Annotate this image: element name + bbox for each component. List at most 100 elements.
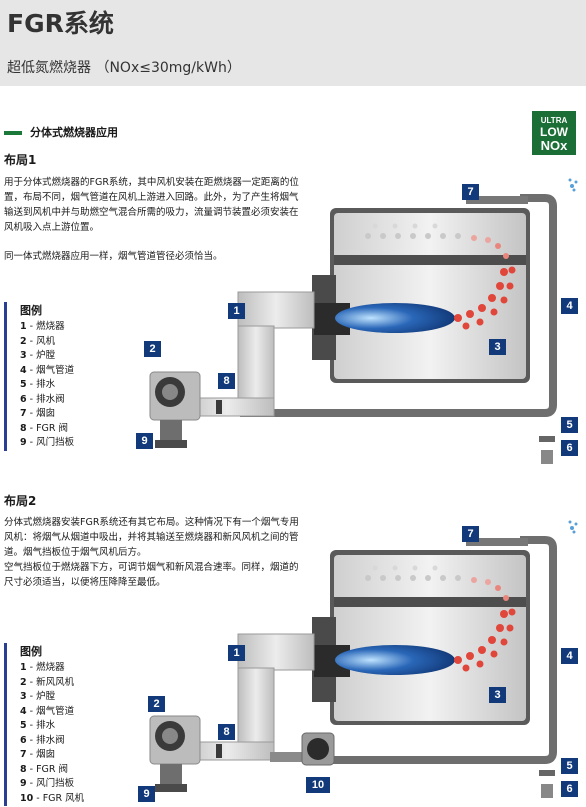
damper [155,440,187,448]
legend-text: - 风机 [26,335,56,347]
cool-gas-dots [365,565,461,581]
legend-text: - 排水阀 [26,734,65,746]
legend-text: - FGR 阀 [26,763,69,775]
legend-item: 3 - 炉膛 [20,690,84,705]
page-subtitle: 超低氮燃烧器 （NOx≤30mg/kWh） [7,60,241,76]
badge-line1: ULTRA [540,116,568,125]
burner-flame [335,645,455,675]
diagram1-label-9: 9 [136,433,153,449]
legend-text: - 燃烧器 [26,662,65,673]
legend-num: 5 [20,379,27,390]
section-title: 分体式燃烧器应用 [30,126,118,139]
diagram2-label-3: 3 [489,687,506,703]
diagram2-label-1: 1 [228,645,245,661]
smoke-icon [568,520,578,534]
legend-text: - 炉膛 [26,350,56,361]
diagram2-label-8: 8 [218,724,235,740]
legend-num: 9 [20,437,27,448]
diagram2-label-2: 2 [148,696,165,712]
legend-num: 1 [20,321,27,332]
layout1-title: 布局1 [4,153,37,167]
drain [539,436,555,442]
legend-item: 4 - 烟气管道 [20,364,74,379]
legend-num: 7 [20,749,27,760]
diagram2-label-9: 9 [138,786,155,802]
legend-text: - FGR 阀 [26,422,69,434]
legend-item: 9 - 风门挡板 [20,436,74,451]
hot-gas-dots [454,235,516,330]
legend-text: - FGR 风机 [33,792,85,804]
diagram1-label-5: 5 [561,417,578,433]
layout1-legend: 图例 1 - 燃烧器 2 - 风机 3 - 炉膛 4 - 烟气管道 5 - 排水… [4,302,74,451]
legend-num: 1 [20,662,27,673]
boiler-band [334,597,526,607]
legend-text: - 烟囱 [26,408,56,419]
legend-item: 2 - 新风风机 [20,676,84,691]
legend-text: - 炉膛 [26,691,56,702]
legend-num: 5 [20,720,27,731]
damper [155,784,187,792]
fan-inlet [160,420,182,440]
layout1-paragraph-2: 同一体式燃烧器应用一样，烟气管道管径必须恰当。 [4,251,223,262]
legend-item: 7 - 烟囱 [20,407,74,422]
drain-valve [541,450,553,464]
legend-item: 6 - 排水阀 [20,393,74,408]
legend-text: - 烟气管道 [26,705,75,717]
legend-item: 5 - 排水 [20,719,84,734]
drain [539,770,555,776]
boiler-body [334,213,526,379]
flue-gas-pipe [330,536,557,764]
legend-item: 2 - 风机 [20,335,74,350]
legend-num: 8 [20,763,27,775]
ultra-low-nox-badge: ULTRA LOW NOx [532,111,576,155]
legend-item: 9 - 风门挡板 [20,777,84,792]
air-duct-top [237,633,315,671]
legend-text: - 燃烧器 [26,321,65,332]
diagram2-label-7: 7 [462,526,479,542]
diagram2-label-4: 4 [561,648,578,664]
cool-gas-dots [365,223,461,239]
section-bar-icon [4,131,22,135]
diagram1-label-4: 4 [561,298,578,314]
boiler-body [334,555,526,721]
legend-num: 3 [20,691,27,702]
legend-item: 5 - 排水 [20,378,74,393]
layout2-title: 布局2 [4,494,37,508]
legend-num: 2 [20,335,27,347]
fgr-valve [216,744,222,758]
legend-text: - 排水阀 [26,393,65,405]
legend-num: 3 [20,350,27,361]
fgr-valve [216,400,222,414]
legend-item: 10 - FGR 风机 [20,792,84,807]
legend-num: 6 [20,393,27,405]
legend-text: - 烟气管道 [26,364,75,376]
legend-item: 8 - FGR 阀 [20,422,74,437]
legend-num: 2 [20,676,27,688]
fgr-fan-impeller [307,738,329,760]
legend-item: 4 - 烟气管道 [20,705,84,720]
legend-num: 7 [20,408,27,419]
drain-valve [541,784,553,798]
diagram1-label-2: 2 [144,341,161,357]
diagram2-label-6: 6 [561,781,578,797]
legend-text: - 新风风机 [26,676,75,688]
legend-title: 图例 [20,645,42,658]
diagram1-label-6: 6 [561,440,578,456]
chimney [466,538,528,546]
legend-num: 6 [20,734,27,746]
legend-num: 8 [20,422,27,434]
smoke-icon [568,178,578,192]
legend-item: 8 - FGR 阀 [20,763,84,778]
legend-item: 1 - 燃烧器 [20,320,74,335]
badge-line2: LOW [540,125,568,139]
fan-inlet [160,764,182,784]
flue-gas-pipe [240,194,557,417]
legend-num: 4 [20,364,27,376]
legend-text: - 风门挡板 [26,778,75,789]
fgr-diagram-1 [149,178,578,464]
page-header: FGR系统 超低氮燃烧器 （NOx≤30mg/kWh） [0,0,586,86]
layout2-paragraph-2: 空气挡板位于燃烧器下方，可调节烟气和新风混合速率。同样，烟道的尺寸必须适当，以便… [4,562,299,588]
legend-item: 3 - 炉膛 [20,349,74,364]
legend-text: - 排水 [26,379,56,390]
